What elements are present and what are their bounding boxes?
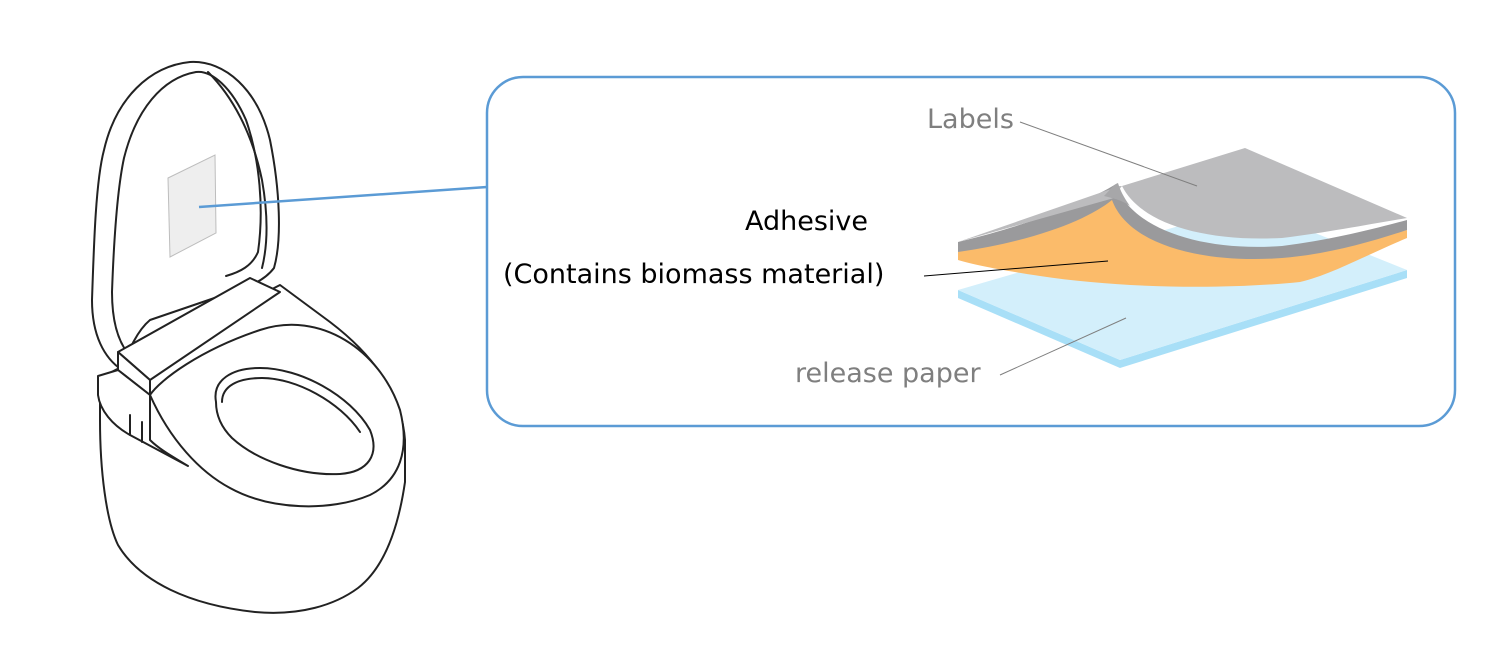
toilet-seat-opening-inner	[221, 377, 361, 433]
toilet-side-panel	[97, 369, 189, 467]
labels-layer-label: Labels	[927, 104, 1014, 135]
toilet-seat-opening	[214, 367, 375, 476]
lid-sticker	[167, 154, 217, 258]
adhesive-layer	[958, 192, 1407, 287]
label-layer-edge	[958, 184, 1407, 260]
adhesive-title-label: Adhesive	[745, 206, 868, 237]
layer-stack	[958, 148, 1407, 368]
label-layer	[958, 148, 1407, 242]
release-paper-label: release paper	[795, 358, 981, 389]
adhesive-note-label: (Contains biomass material)	[503, 259, 884, 290]
toilet-side-panel-detail	[129, 414, 143, 443]
release-paper-leader-line	[999, 317, 1127, 376]
label-curl-tip	[1104, 183, 1130, 206]
callout-connector-line	[198, 185, 488, 209]
toilet-lid-inner-curve	[207, 71, 268, 269]
toilet-lid-inner-rim	[111, 70, 262, 359]
adhesive-leader-line	[923, 260, 1109, 277]
toilet-illustration	[91, 60, 406, 614]
labels-leader-line	[1019, 121, 1198, 187]
